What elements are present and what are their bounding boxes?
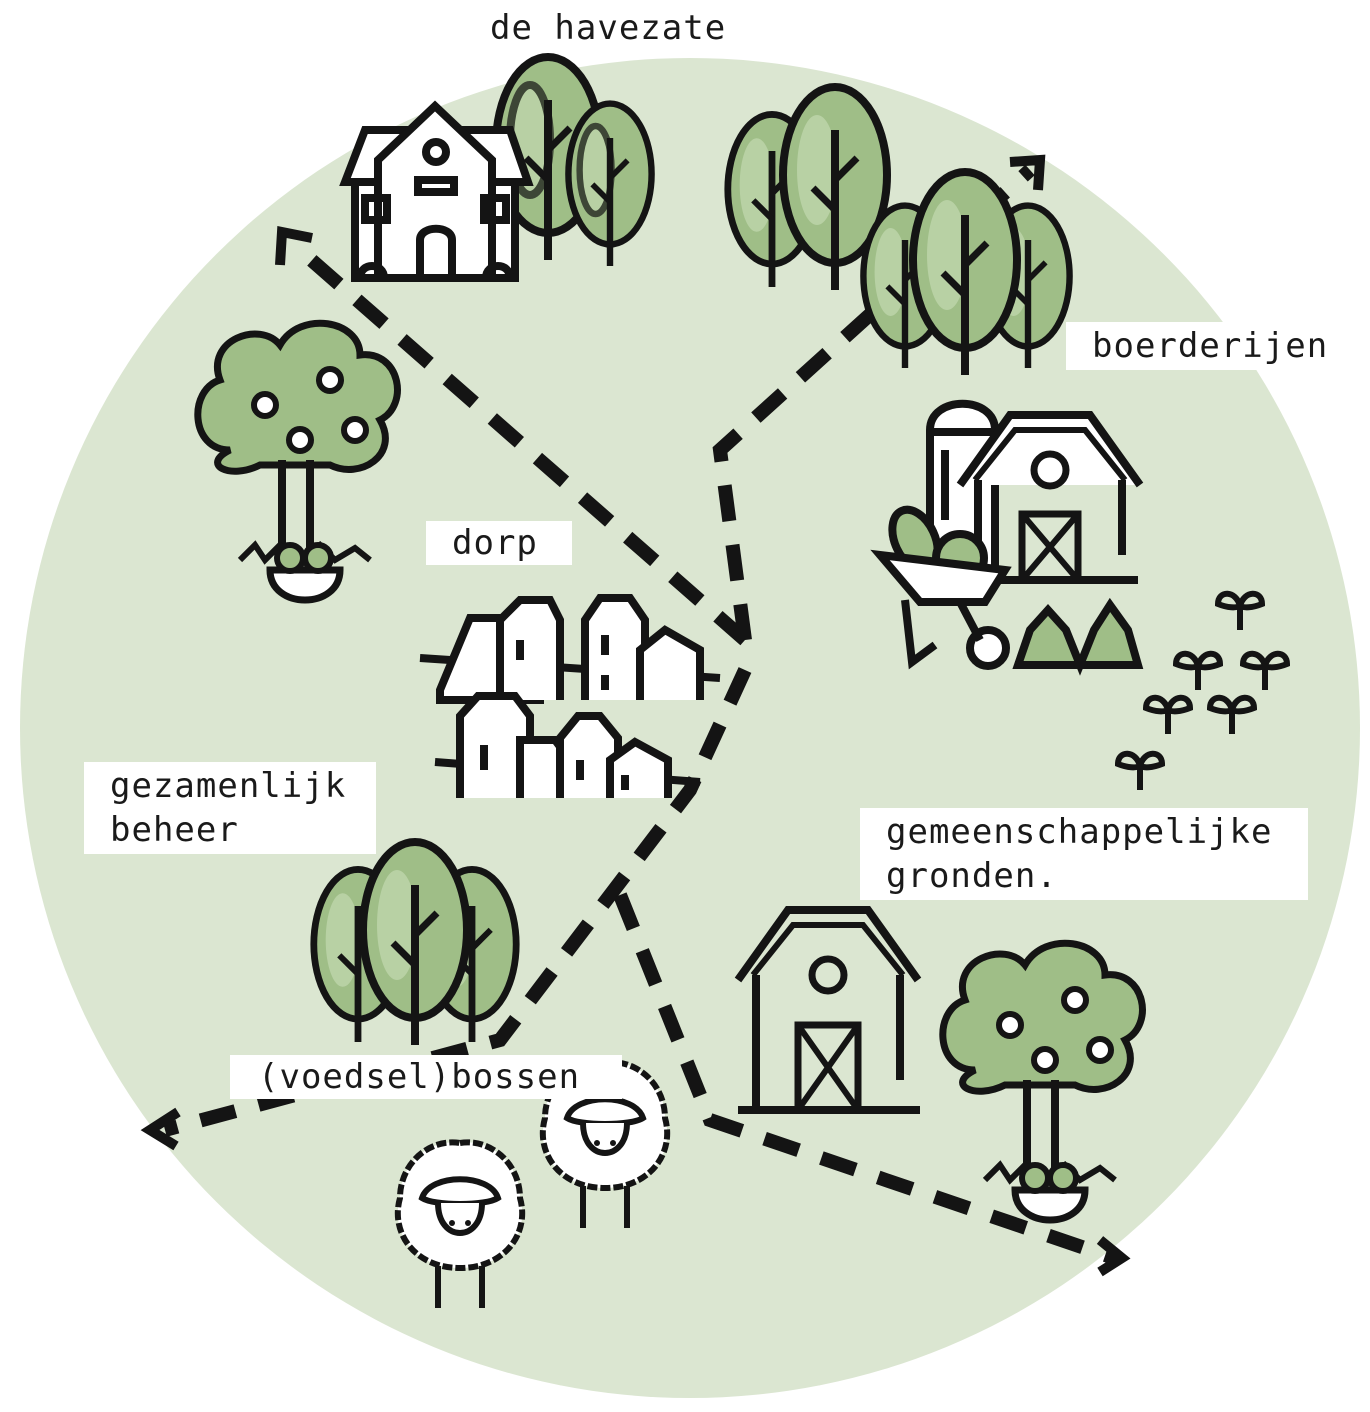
- label-boerderijen: boerderijen: [1066, 322, 1355, 370]
- arrow-nw-icon: [275, 225, 313, 266]
- background-circle: [20, 58, 1360, 1398]
- arrow-heads: [140, 154, 1131, 1277]
- tree-cluster-icon: [314, 842, 516, 1045]
- label-gezamenlijk-beheer: gezamenlijk beheer: [84, 762, 376, 854]
- label-gemeenschappelijke-gronden: gemeenschappelijke gronden.: [860, 808, 1308, 900]
- label-dorp: dorp: [426, 521, 572, 565]
- label-voedsel-bossen: (voedsel)bossen: [230, 1055, 622, 1099]
- village-icon: [419, 594, 721, 798]
- wheelbarrow-icon: [870, 505, 1144, 676]
- arrow-se-icon: [1096, 1236, 1131, 1277]
- manor-house-icon: [339, 57, 652, 282]
- label-de-havezate: de havezate: [490, 8, 727, 48]
- arrow-ne-icon: [1009, 154, 1046, 191]
- farm-icon: [870, 399, 1144, 676]
- barn-icon: [956, 411, 1144, 584]
- arrow-w-icon: [140, 1107, 181, 1151]
